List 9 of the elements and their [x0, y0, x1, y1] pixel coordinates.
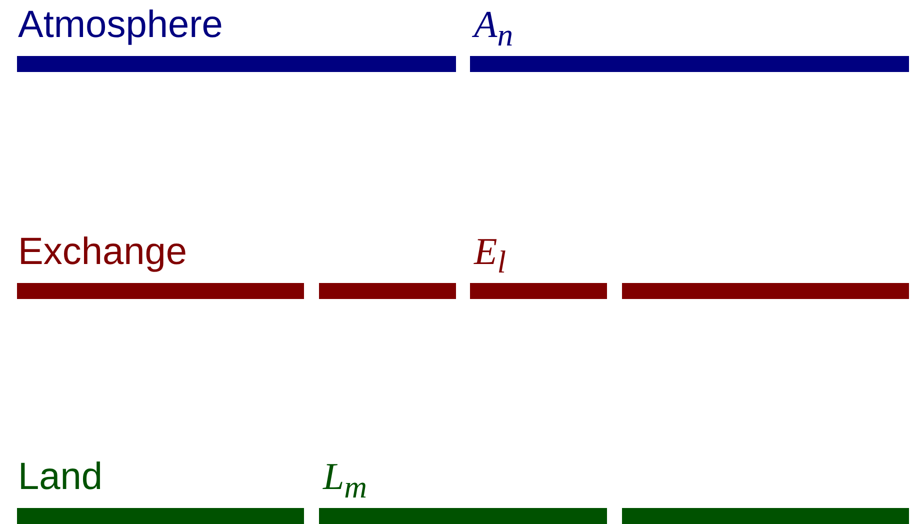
bar [622, 508, 909, 524]
row-label: Land [18, 458, 103, 496]
variable-label: A$_{n}$ [474, 6, 514, 52]
row-label: Atmosphere [18, 6, 223, 44]
variable-label: E$_{l}$ [474, 233, 506, 278]
bar [622, 283, 909, 299]
bar [319, 283, 456, 299]
variable-label: L$_{m}$ [323, 458, 368, 504]
row-label: Exchange [18, 233, 188, 271]
